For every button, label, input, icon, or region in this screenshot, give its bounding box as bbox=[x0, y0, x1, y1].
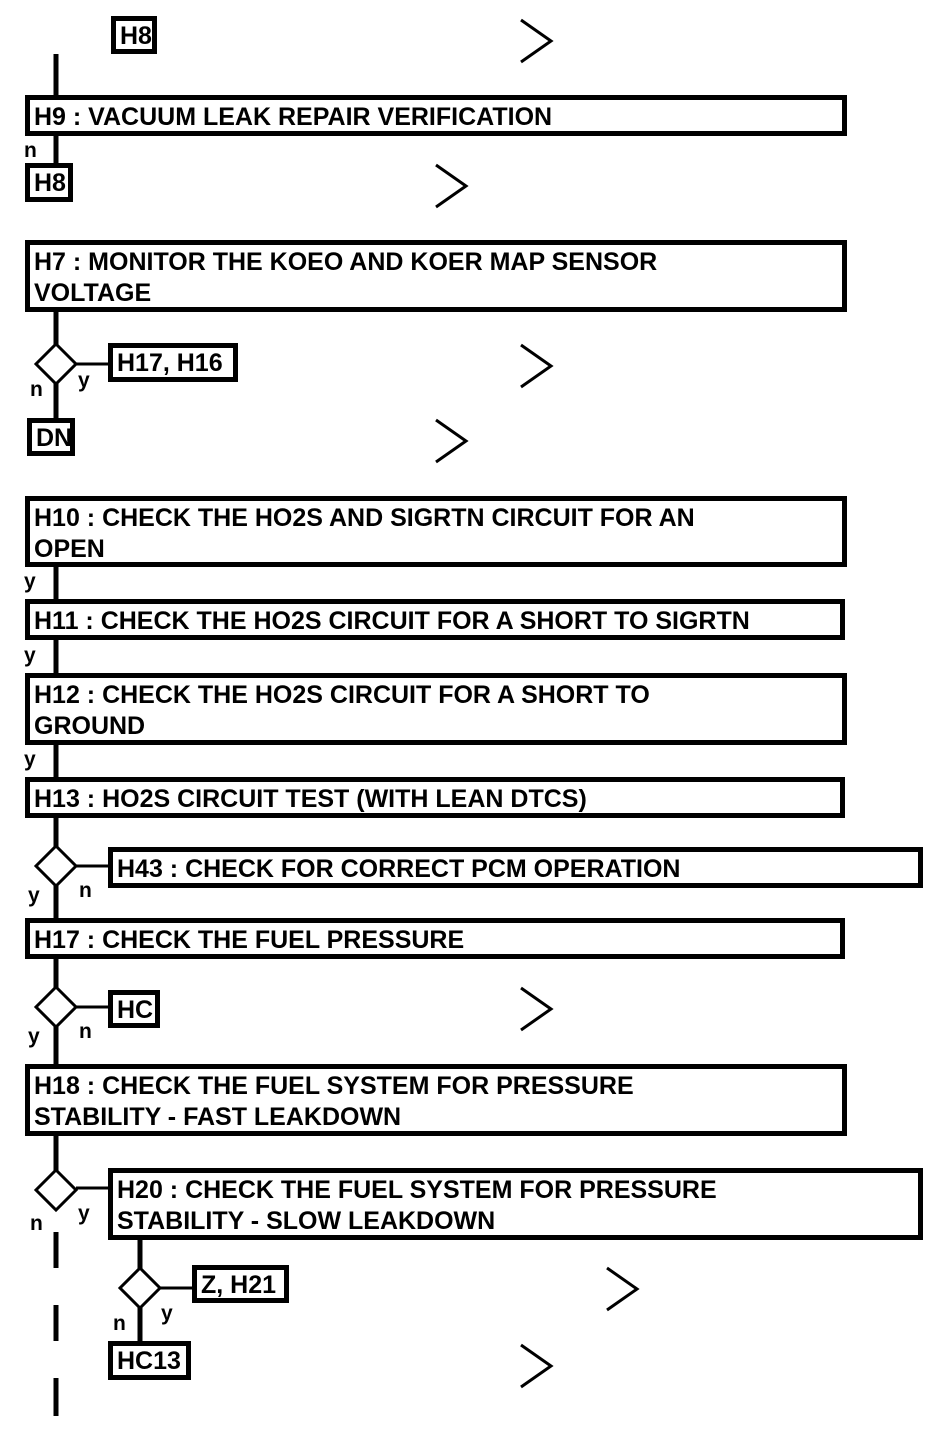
chevron-right-icon bbox=[520, 986, 554, 1032]
flow-block-h18[interactable]: H18 : CHECK THE FUEL SYSTEM FOR PRESSURE… bbox=[25, 1064, 847, 1136]
edge-label-y-h18: y bbox=[78, 1202, 90, 1225]
edge-label-y-h12: y bbox=[24, 748, 36, 771]
flow-block-h17[interactable]: H17 : CHECK THE FUEL PRESSURE bbox=[25, 918, 845, 959]
edge-label-n-h9: n bbox=[24, 139, 37, 162]
flow-block-tag-h8-top[interactable]: H8 bbox=[111, 16, 157, 54]
decision-diamond[interactable] bbox=[33, 1167, 79, 1213]
edge-label-n-h7: n bbox=[30, 378, 43, 401]
flow-block-tag-h8-mid[interactable]: H8 bbox=[25, 163, 73, 202]
decision-diamond[interactable] bbox=[33, 984, 79, 1030]
edge-label-n-h17: n bbox=[79, 1020, 92, 1043]
flow-block-tag-hc[interactable]: HC bbox=[108, 990, 160, 1028]
edge-label-y-h17: y bbox=[28, 1025, 40, 1048]
flow-block-tag-hc13[interactable]: HC13 bbox=[108, 1341, 191, 1380]
flow-block-h7[interactable]: H7 : MONITOR THE KOEO AND KOER MAP SENSO… bbox=[25, 240, 847, 312]
decision-diamonds bbox=[33, 341, 163, 1311]
edge-label-n-h20: n bbox=[113, 1312, 126, 1335]
chevron-right-icon bbox=[435, 163, 469, 209]
flow-block-h9[interactable]: H9 : VACUUM LEAK REPAIR VERIFICATION bbox=[25, 95, 847, 136]
decision-diamond[interactable] bbox=[33, 843, 79, 889]
chevron-right-icon bbox=[520, 18, 554, 64]
flow-block-h10[interactable]: H10 : CHECK THE HO2S AND SIGRTN CIRCUIT … bbox=[25, 496, 847, 567]
edge-label-y-h11: y bbox=[24, 644, 36, 667]
edge-label-y-h10: y bbox=[24, 570, 36, 593]
flow-block-h43[interactable]: H43 : CHECK FOR CORRECT PCM OPERATION bbox=[108, 847, 923, 888]
edge-label-y-h13: y bbox=[28, 884, 40, 907]
edge-label-y-h20: y bbox=[161, 1302, 173, 1325]
chevron-right-icon bbox=[435, 418, 469, 464]
flow-block-h20[interactable]: H20 : CHECK THE FUEL SYSTEM FOR PRESSURE… bbox=[108, 1168, 923, 1240]
edge-label-y-h7: y bbox=[78, 369, 90, 392]
decision-diamond[interactable] bbox=[117, 1265, 163, 1311]
edge-label-n-h13: n bbox=[79, 879, 92, 902]
flow-block-h11[interactable]: H11 : CHECK THE HO2S CIRCUIT FOR A SHORT… bbox=[25, 599, 845, 640]
chevron-right-icon bbox=[520, 343, 554, 389]
flow-block-h12[interactable]: H12 : CHECK THE HO2S CIRCUIT FOR A SHORT… bbox=[25, 673, 847, 745]
flow-block-h13[interactable]: H13 : HO2S CIRCUIT TEST (WITH LEAN DTCS) bbox=[25, 777, 845, 818]
edge-label-n-h18: n bbox=[30, 1212, 43, 1235]
chevron-right-icon bbox=[606, 1266, 640, 1312]
flow-block-tag-dn[interactable]: DN bbox=[27, 418, 75, 456]
chevron-right-icon bbox=[520, 1343, 554, 1389]
flow-block-tag-h17-h16[interactable]: H17, H16 bbox=[108, 343, 238, 382]
flow-block-tag-z-h21[interactable]: Z, H21 bbox=[192, 1265, 289, 1303]
